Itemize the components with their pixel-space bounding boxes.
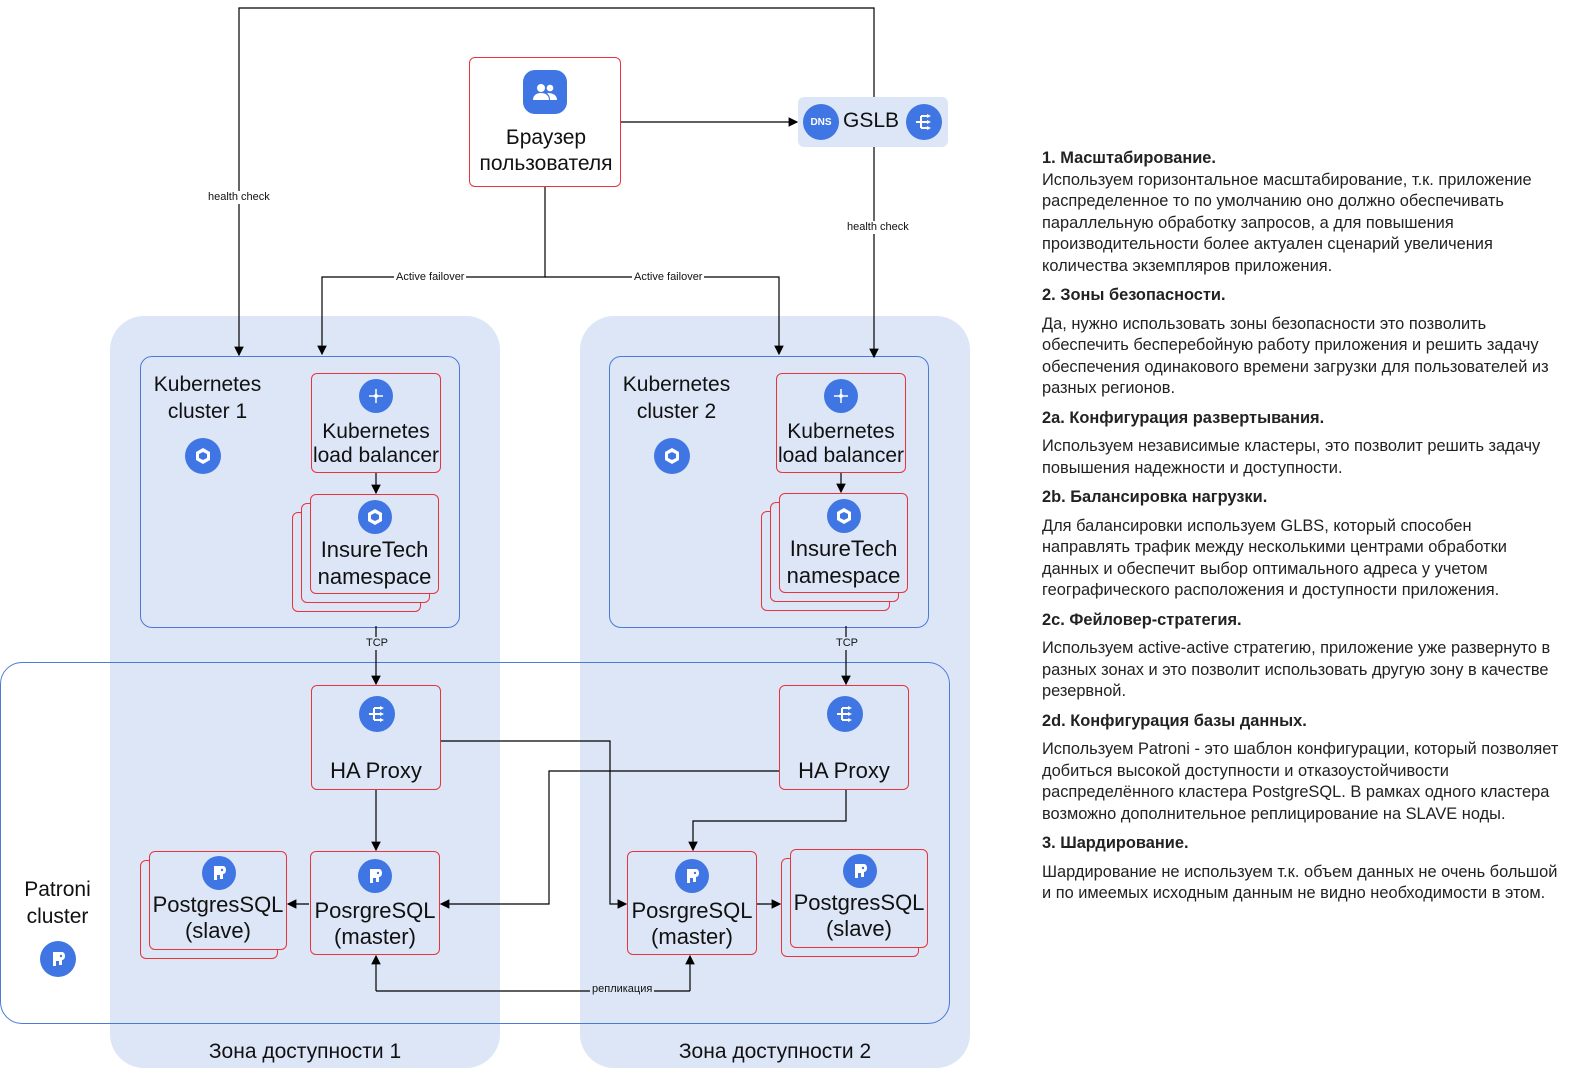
users-icon <box>523 70 567 114</box>
k8s-cluster-1-label: Kubernetes cluster 1 <box>153 373 262 423</box>
health-check-label-left: health check <box>206 191 272 204</box>
kubernetes-icon <box>654 438 690 474</box>
ha-proxy-1[interactable]: HA Proxy <box>311 685 441 790</box>
insuretech-namespace-1[interactable]: InsureTech namespace <box>310 494 439 594</box>
patroni-cluster-box <box>0 662 950 1024</box>
zone-2-label: Зона доступности 2 <box>678 1040 872 1063</box>
pg-master-2-label: PosrgreSQL (master) <box>631 898 753 949</box>
note-text: Для балансировки используем GLBS, которы… <box>1042 516 1507 600</box>
insuretech-namespace-2[interactable]: InsureTech namespace <box>779 493 908 593</box>
note-heading: 2d. Конфигурация базы данных. <box>1042 711 1307 730</box>
note-text: Используем независимые кластеры, это поз… <box>1042 437 1541 477</box>
postgres-slave-2[interactable]: PostgresSQL (slave) <box>790 849 928 948</box>
postgres-elephant-icon <box>40 941 76 977</box>
tcp-label-2: TCP <box>834 637 860 650</box>
note-heading: 2c. Фейловер-стратегия. <box>1042 610 1242 629</box>
note-heading: 1. Масштабирование. <box>1042 149 1216 167</box>
postgres-elephant-icon <box>358 859 392 893</box>
k8s-cluster-2-box <box>609 356 929 628</box>
note-text: Да, нужно использовать зоны безопасности… <box>1042 314 1549 398</box>
load-balancer-icon <box>906 104 942 140</box>
k8s-lb-2-label: Kubernetes load balancer <box>777 420 905 467</box>
zone-1-label: Зона доступности 1 <box>208 1040 402 1063</box>
note-heading: 2. Зоны безопасности. <box>1042 286 1226 304</box>
tcp-label-1: TCP <box>364 637 390 650</box>
ha-proxy-1-label: HA Proxy <box>330 758 422 783</box>
gslb-label: GSLB <box>843 109 900 132</box>
pg-slave-1-label: PostgresSQL (slave) <box>152 892 284 943</box>
pg-master-1-label: PosrgreSQL (master) <box>314 898 436 949</box>
k8s-cluster-1-box <box>140 356 460 628</box>
network-hub-icon <box>359 379 393 413</box>
dns-icon: DNS <box>803 104 839 140</box>
kubernetes-icon <box>827 499 861 533</box>
note-text: Используем горизонтальное масштабировани… <box>1042 170 1532 275</box>
notes-panel: 1. Масштабирование. Используем горизонта… <box>1042 148 1562 913</box>
note-heading: 2b. Балансировка нагрузки. <box>1042 488 1268 506</box>
note-text: Используем Patroni - это шаблон конфигур… <box>1042 740 1559 823</box>
browser-node[interactable]: Браузер пользователя <box>469 57 621 187</box>
network-hub-icon <box>824 379 858 413</box>
note-heading: 3. Шардирование. <box>1042 834 1189 852</box>
ha-proxy-2-label: HA Proxy <box>798 758 890 783</box>
load-balancer-icon <box>827 696 863 732</box>
postgres-slave-1[interactable]: PostgresSQL (slave) <box>149 851 287 950</box>
k8s-load-balancer-1[interactable]: Kubernetes load balancer <box>311 373 441 473</box>
insuretech-2-label: InsureTech namespace <box>786 536 901 588</box>
k8s-cluster-2-label: Kubernetes cluster 2 <box>622 373 731 423</box>
postgres-elephant-icon <box>202 856 236 890</box>
postgres-master-1[interactable]: PosrgreSQL (master) <box>310 851 440 955</box>
load-balancer-icon <box>359 696 395 732</box>
active-failover-label-left: Active failover <box>394 271 467 284</box>
ha-proxy-2[interactable]: HA Proxy <box>779 685 909 790</box>
postgres-master-2[interactable]: PosrgreSQL (master) <box>627 851 757 955</box>
k8s-load-balancer-2[interactable]: Kubernetes load balancer <box>776 373 906 473</box>
note-heading: 2a. Конфигурация развертывания. <box>1042 408 1325 427</box>
kubernetes-icon <box>358 500 392 534</box>
replication-label: репликация <box>590 983 655 996</box>
note-text: Используем active-active стратегию, прил… <box>1042 639 1551 700</box>
kubernetes-icon <box>185 438 221 474</box>
active-failover-label-right: Active failover <box>632 271 705 284</box>
postgres-elephant-icon <box>675 859 709 893</box>
postgres-elephant-icon <box>843 854 877 888</box>
patroni-cluster-label: Patroni cluster <box>24 878 91 928</box>
gslb-node[interactable]: DNS GSLB <box>798 97 948 147</box>
k8s-lb-1-label: Kubernetes load balancer <box>312 420 440 467</box>
health-check-label-right: health check <box>845 221 911 234</box>
note-text: Шардирование не используем т.к. объем да… <box>1042 862 1558 903</box>
browser-label: Браузер пользователя <box>479 126 613 175</box>
pg-slave-2-label: PostgresSQL (slave) <box>793 890 925 941</box>
insuretech-1-label: InsureTech namespace <box>317 537 432 589</box>
